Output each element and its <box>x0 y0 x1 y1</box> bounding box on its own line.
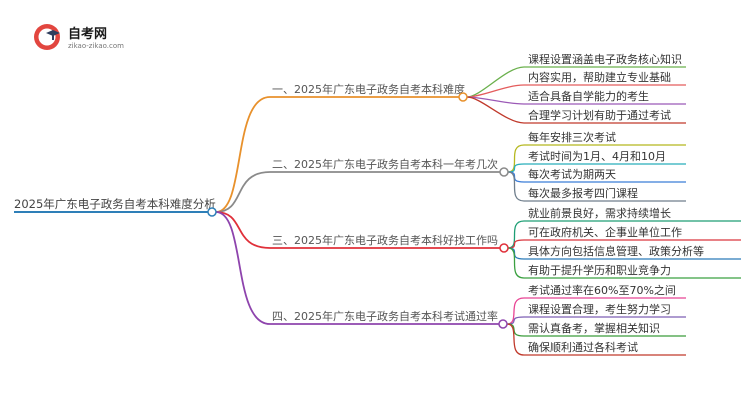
leaf-label: 需认真备考，掌握相关知识 <box>528 321 660 335</box>
leaf-connector <box>507 220 525 249</box>
logo: 自考网 zikao-zikao.com <box>34 24 124 50</box>
leaf-label: 内容实用，帮助建立专业基础 <box>528 70 671 84</box>
leaf-connector <box>466 96 525 124</box>
root-label: 2025年广东电子政务自考本科难度分析 <box>14 197 216 211</box>
leaf-connector <box>507 239 525 249</box>
leaf-connector <box>507 163 525 173</box>
leaf-label: 有助于提升学历和职业竞争力 <box>528 263 671 277</box>
leaf-connector <box>507 247 525 279</box>
logo-subtitle: zikao-zikao.com <box>68 42 124 50</box>
leaf-label: 每次最多报考四门课程 <box>528 186 638 200</box>
leaf-connector <box>506 323 525 337</box>
leaf-connector <box>507 171 525 202</box>
branch-node-circle <box>498 319 508 329</box>
branch-label: 三、2025年广东电子政务自考本科好找工作吗 <box>272 233 498 247</box>
leaf-connector <box>507 144 525 173</box>
leaf-label: 具体方向包括信息管理、政策分析等 <box>528 244 704 258</box>
leaf-label: 适合具备自学能力的考生 <box>528 89 649 103</box>
leaf-label: 每年安排三次考试 <box>528 130 616 144</box>
leaf-connector <box>466 96 525 105</box>
branch-connector <box>215 211 271 249</box>
leaf-connector <box>466 84 525 98</box>
leaf-connector <box>466 66 525 98</box>
branch-label: 四、2025年广东电子政务自考本科考试通过率 <box>272 309 498 323</box>
leaf-connector <box>507 171 525 183</box>
branch-node-circle <box>499 167 509 177</box>
leaf-label: 合理学习计划有助于通过考试 <box>528 108 671 122</box>
connectors <box>14 66 741 356</box>
branch-label: 一、2025年广东电子政务自考本科难度 <box>272 82 465 96</box>
leaf-label: 课程设置涵盖电子政务核心知识 <box>528 52 682 66</box>
leaf-label: 考试时间为1月、4月和10月 <box>528 150 666 163</box>
branch-connector <box>215 211 271 325</box>
root-node-circle <box>207 207 217 217</box>
branch-connector <box>215 171 271 213</box>
branch-connector <box>215 96 271 213</box>
branch-node-circle <box>458 92 468 102</box>
leaf-label: 可在政府机关、企事业单位工作 <box>528 225 682 239</box>
branch-label: 二、2025年广东电子政务自考本科一年考几次 <box>272 157 498 171</box>
graduation-cap-icon <box>34 24 60 50</box>
branch-node-circle <box>499 243 509 253</box>
leaf-label: 课程设置合理，考生努力学习 <box>528 302 671 316</box>
nodes: 2025年广东电子政务自考本科难度分析一、2025年广东电子政务自考本科难度课程… <box>14 52 704 354</box>
leaf-label: 考试通过率在60%至70%之间 <box>528 283 676 297</box>
leaf-label: 每次考试为期两天 <box>528 167 616 181</box>
leaf-label: 就业前景良好，需求持续增长 <box>528 206 671 220</box>
leaf-connector <box>506 297 525 325</box>
logo-title: 自考网 <box>68 26 107 42</box>
leaf-connector <box>507 247 525 260</box>
leaf-label: 确保顺利通过各科考试 <box>528 340 638 354</box>
leaf-connector <box>506 323 525 356</box>
